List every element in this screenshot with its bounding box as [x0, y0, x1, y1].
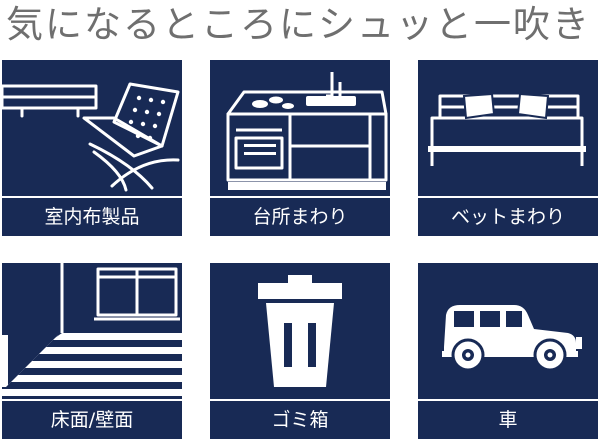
tile-label: 台所まわり: [252, 206, 348, 228]
tile-divider: [418, 196, 598, 198]
floor-wall-icon: [2, 263, 182, 396]
page-headline: 気になるところにシュッと一吹き: [6, 3, 591, 46]
car-icon: [442, 305, 582, 372]
sofa-chair-icon: [2, 82, 180, 192]
tile-divider: [210, 399, 390, 401]
tile-divider: [2, 196, 182, 198]
tile-label: ベットまわり: [450, 206, 565, 228]
tile-divider: [418, 399, 598, 401]
trash-can-icon: [258, 275, 342, 387]
category-tile-kitchen[interactable]: 台所まわり: [210, 60, 390, 236]
category-tile-bed[interactable]: ベットまわり: [418, 60, 598, 236]
category-tile-floor-wall[interactable]: 床面/壁面: [2, 263, 182, 439]
bed-icon: [428, 92, 586, 166]
tile-label: ゴミ箱: [271, 409, 329, 431]
tile-label: 車: [498, 409, 518, 431]
tile-divider: [210, 196, 390, 198]
category-tile-car[interactable]: 車: [418, 263, 598, 439]
tile-label: 室内布製品: [44, 206, 140, 228]
category-tile-interior-fabric[interactable]: 室内布製品: [2, 60, 182, 236]
tile-label: 床面/壁面: [50, 409, 134, 431]
category-tile-trash[interactable]: ゴミ箱: [210, 263, 390, 439]
kitchen-icon: [226, 72, 388, 190]
tile-divider: [2, 399, 182, 401]
